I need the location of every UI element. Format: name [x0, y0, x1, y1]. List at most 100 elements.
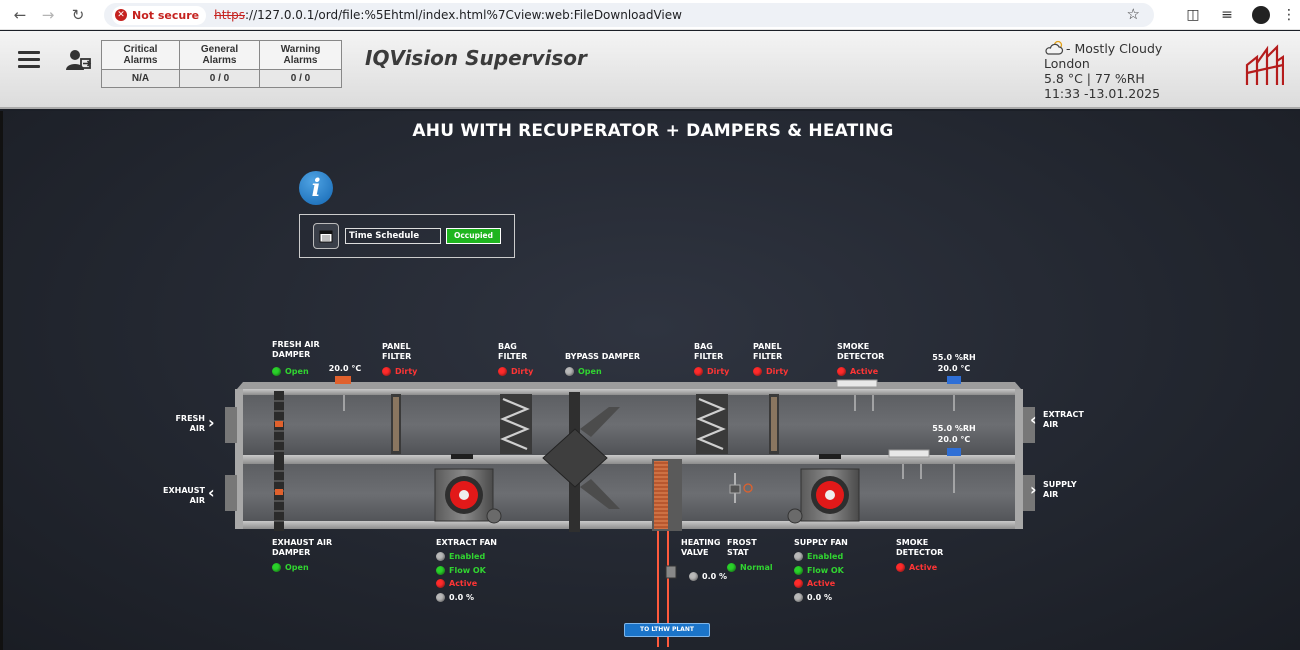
status-dot-icon — [794, 579, 803, 588]
status-dot-icon — [272, 563, 281, 572]
warning-alarms-header[interactable]: Warning Alarms — [259, 40, 342, 70]
partly-cloudy-icon — [1045, 40, 1064, 55]
general-alarms-header[interactable]: General Alarms — [179, 40, 260, 70]
hamburger-menu-icon[interactable] — [18, 51, 40, 69]
app-title: IQVision Supervisor — [365, 46, 587, 70]
url-protocol: https — [214, 8, 245, 22]
alarm-summary-table: Critical Alarms General Alarms Warning A… — [101, 40, 342, 88]
security-chip[interactable]: ✕ Not secure — [112, 5, 207, 25]
heating-valve-position[interactable]: 0.0 % — [689, 572, 727, 581]
bypass-damper-label: BYPASS DAMPER — [565, 352, 641, 361]
extract-air-arrow-icon: ‹ — [1030, 410, 1037, 429]
extract-fan-speed[interactable]: 0.0 % — [436, 593, 474, 602]
status-dot-icon — [794, 566, 803, 575]
info-icon[interactable]: i — [299, 171, 333, 205]
weather-city: London — [1044, 56, 1090, 71]
fresh-air-temperature[interactable]: 20.0 °C — [328, 364, 362, 373]
bookmark-star-icon[interactable]: ☆ — [1126, 5, 1140, 23]
status-dot-icon — [896, 563, 905, 572]
address-bar[interactable]: ✕ Not secure https://127.0.0.1/ord/file:… — [104, 3, 1154, 27]
exhaust-air-arrow-icon: ‹ — [208, 483, 215, 502]
weather-reading: 5.8 °C | 77 %RH — [1044, 71, 1145, 86]
extract-fan-alarm-status[interactable]: Active — [436, 579, 477, 588]
url-text: https://127.0.0.1/ord/file:%5Ehtml/index… — [214, 8, 682, 22]
panel-filter-1-status[interactable]: Dirty — [382, 367, 417, 376]
schedule-calendar-button[interactable] — [313, 223, 339, 249]
status-dot-icon — [694, 367, 703, 376]
alarm-header-row: Critical Alarms General Alarms Warning A… — [101, 40, 342, 70]
supply-temperature-value[interactable]: 20.0 °C — [937, 435, 971, 444]
warning-icon: ✕ — [115, 9, 127, 21]
alarm-value-row: N/A 0 / 0 0 / 0 — [101, 69, 342, 88]
supply-fan-speed[interactable]: 0.0 % — [794, 593, 832, 602]
profile-avatar[interactable] — [1252, 6, 1270, 24]
status-dot-icon — [689, 572, 698, 581]
extract-fan-flow-status[interactable]: Flow OK — [436, 566, 486, 575]
more-menu-icon[interactable]: ⋮ — [1282, 7, 1296, 23]
supply-fan-alarm-status[interactable]: Active — [794, 579, 835, 588]
status-dot-icon — [436, 566, 445, 575]
user-logout-icon[interactable] — [66, 49, 92, 71]
status-dot-icon — [837, 367, 846, 376]
browser-actions: ◫ ≡ ⋮ — [1176, 0, 1300, 30]
supply-air-arrow-icon: › — [1030, 480, 1037, 499]
calendar-icon — [319, 230, 333, 243]
weather-condition: - Mostly Cloudy — [1066, 40, 1163, 56]
smoke-detector-bottom-status[interactable]: Active — [896, 563, 937, 572]
bypass-damper-status[interactable]: Open — [565, 367, 602, 376]
general-alarms-value[interactable]: 0 / 0 — [179, 69, 260, 88]
exhaust-air-damper-status[interactable]: Open — [272, 563, 309, 572]
supply-fan-enabled-status[interactable]: Enabled — [794, 552, 843, 561]
extract-fan-enabled-status[interactable]: Enabled — [436, 552, 485, 561]
supply-fan-label: SUPPLY FAN — [794, 538, 848, 547]
extract-humidity-value[interactable]: 55.0 %RH — [932, 353, 976, 362]
back-icon[interactable]: ← — [13, 5, 27, 24]
occupancy-status-badge[interactable]: Occupied — [446, 228, 501, 244]
supply-fan-flow-status[interactable]: Flow OK — [794, 566, 844, 575]
supply-humidity-value[interactable]: 55.0 %RH — [932, 424, 976, 433]
reload-icon[interactable]: ↻ — [71, 5, 85, 24]
media-controls-icon[interactable]: ≡ — [1221, 7, 1233, 23]
lthw-plant-button[interactable]: TO LTHW PLANT — [624, 623, 710, 637]
status-dot-icon — [794, 552, 803, 561]
forward-icon[interactable]: → — [41, 5, 55, 24]
smoke-detector-top-status[interactable]: Active — [837, 367, 878, 376]
warning-alarms-value[interactable]: 0 / 0 — [259, 69, 342, 88]
ahu-graphic-canvas: AHU WITH RECUPERATOR + DAMPERS & HEATING… — [0, 111, 1300, 650]
extensions-icon[interactable]: ◫ — [1186, 7, 1200, 23]
extract-fan-label: EXTRACT FAN — [436, 538, 497, 547]
fresh-air-damper-status[interactable]: Open — [272, 367, 309, 376]
url-path: ://127.0.0.1/ord/file:%5Ehtml/index.html… — [245, 8, 682, 22]
bag-filter-2-status[interactable]: Dirty — [694, 367, 729, 376]
status-dot-icon — [727, 563, 736, 572]
frost-stat-status[interactable]: Normal — [727, 563, 773, 572]
app-header: Critical Alarms General Alarms Warning A… — [0, 31, 1300, 109]
status-dot-icon — [436, 579, 445, 588]
status-dot-icon — [753, 367, 762, 376]
status-dot-icon — [436, 552, 445, 561]
extract-temperature-value[interactable]: 20.0 °C — [937, 364, 971, 373]
status-dot-icon — [794, 593, 803, 602]
weather-widget: - Mostly Cloudy London 5.8 °C | 77 %RH 1… — [1044, 40, 1163, 102]
brand-logo-icon[interactable] — [1244, 43, 1284, 87]
panel-filter-2-status[interactable]: Dirty — [753, 367, 788, 376]
time-schedule-label[interactable]: Time Schedule — [345, 228, 441, 244]
status-dot-icon — [436, 593, 445, 602]
status-dot-icon — [565, 367, 574, 376]
browser-toolbar: ← → ↻ ✕ Not secure https://127.0.0.1/ord… — [0, 0, 1300, 30]
page-title: AHU WITH RECUPERATOR + DAMPERS & HEATING — [412, 121, 894, 141]
critical-alarms-header[interactable]: Critical Alarms — [101, 40, 180, 70]
critical-alarms-value[interactable]: N/A — [101, 69, 180, 88]
bag-filter-1-status[interactable]: Dirty — [498, 367, 533, 376]
